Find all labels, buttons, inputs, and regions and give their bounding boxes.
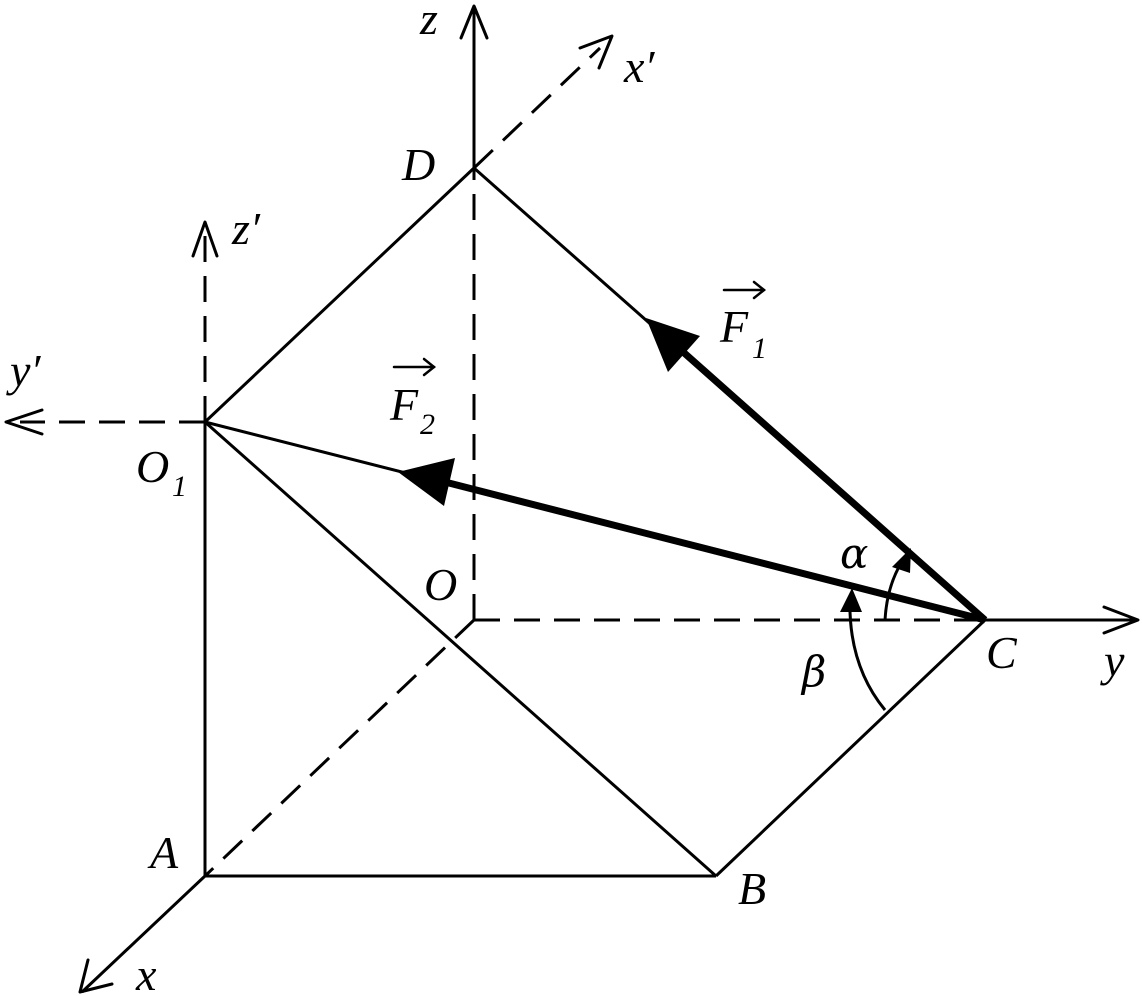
force-F2-arrowhead-icon	[398, 458, 455, 506]
labels: z x′ D z′ F 1 y′ F 2 O 1 O α C β y A B x	[6, 0, 1125, 996]
beta-arc	[848, 597, 887, 711]
label-F1: F	[719, 301, 749, 352]
F2-overarrow-head-icon	[422, 357, 437, 377]
z-arrow-icon	[459, 4, 489, 40]
label-O1: O	[136, 441, 169, 492]
label-A: A	[147, 827, 179, 878]
beta-arrowhead-icon	[840, 588, 862, 612]
label-F2: F	[389, 379, 419, 430]
x-arrow-icon	[78, 958, 114, 994]
label-beta: β	[800, 647, 826, 696]
label-y-prime: y′	[6, 345, 41, 396]
label-x-prime: x′	[623, 41, 655, 92]
angle-arcs	[848, 559, 905, 711]
force-F2-line	[444, 478, 986, 624]
edge-B-C	[714, 618, 987, 878]
x-axis-solid	[80, 874, 207, 994]
F1-overarrow-head-icon	[752, 280, 767, 300]
label-B: B	[738, 863, 766, 914]
x-prime-arrow-icon	[578, 34, 614, 70]
edge-O1-D	[203, 166, 476, 424]
label-F1-sub: 1	[752, 332, 767, 365]
label-D: D	[401, 139, 435, 190]
edge-O1-B	[204, 420, 717, 878]
force-vectors	[398, 318, 988, 624]
structure-edges	[203, 166, 987, 878]
force-F1-arrowhead-icon	[646, 318, 700, 372]
label-O: O	[424, 559, 457, 610]
y-prime-arrow-icon	[4, 408, 44, 436]
x-axis-dashed	[203, 618, 476, 878]
dashed-lines	[20, 46, 985, 878]
y-arrow-icon	[1102, 605, 1140, 635]
alpha-arrowhead-icon	[892, 548, 911, 573]
label-y: y	[1100, 635, 1125, 686]
axis-arrowheads	[4, 4, 1140, 994]
label-z-prime: z′	[231, 203, 261, 254]
angle-arrowheads	[840, 548, 911, 612]
x-prime-axis-dashed	[472, 46, 602, 170]
force-F1-line	[679, 348, 988, 623]
solid-axes	[80, 6, 1136, 994]
label-C: C	[986, 627, 1018, 678]
label-alpha: α	[840, 529, 868, 578]
label-O1-sub: 1	[172, 470, 187, 503]
label-x: x	[135, 949, 157, 996]
vector-overarrows	[392, 280, 767, 377]
label-F2-sub: 2	[420, 408, 435, 441]
z-prime-arrow-icon	[191, 220, 219, 258]
label-z: z	[419, 0, 438, 44]
